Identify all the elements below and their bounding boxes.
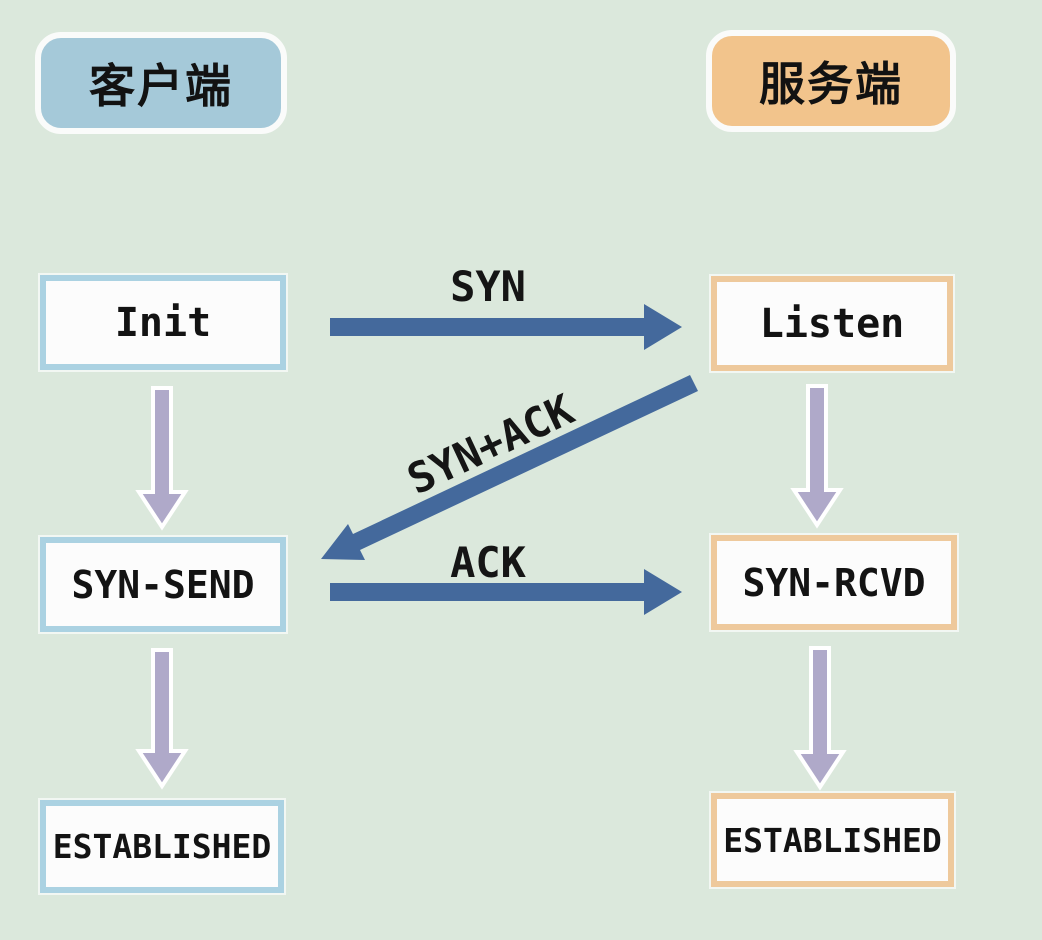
state-label-init: Init (114, 299, 212, 346)
state-box-syn-send: SYN-SEND (40, 537, 286, 632)
ack-message-label: ACK (450, 538, 526, 587)
ack-arrow-icon (330, 569, 682, 615)
state-box-syn-rcvd: SYN-RCVD (711, 535, 957, 630)
state-box-established-server: ESTABLISHED (711, 793, 954, 887)
server-header: 服务端 (706, 30, 956, 132)
client-header: 客户端 (35, 32, 287, 134)
syn-ack-arrow-icon (321, 375, 698, 560)
state-box-established-client: ESTABLISHED (40, 800, 284, 893)
state-label-established-client: ESTABLISHED (52, 827, 272, 866)
server-transition-arrow-synrcvd-to-established-icon (793, 646, 847, 791)
client-header-label: 客户端 (89, 59, 233, 113)
syn-arrow-icon (330, 304, 682, 350)
client-transition-arrow-synsend-to-established-icon (135, 648, 189, 790)
client-transition-arrow-init-to-synsend-icon (135, 386, 189, 531)
syn-message-label: SYN (450, 262, 526, 311)
state-label-syn-send: SYN-SEND (71, 562, 255, 607)
state-label-established-server: ESTABLISHED (723, 820, 942, 860)
server-header-label: 服务端 (759, 57, 903, 111)
state-box-listen: Listen (711, 276, 953, 371)
state-label-listen: Listen (759, 300, 905, 347)
state-box-init: Init (40, 275, 286, 370)
state-label-syn-rcvd: SYN-RCVD (742, 560, 926, 605)
server-transition-arrow-listen-to-synrcvd-icon (790, 384, 844, 529)
